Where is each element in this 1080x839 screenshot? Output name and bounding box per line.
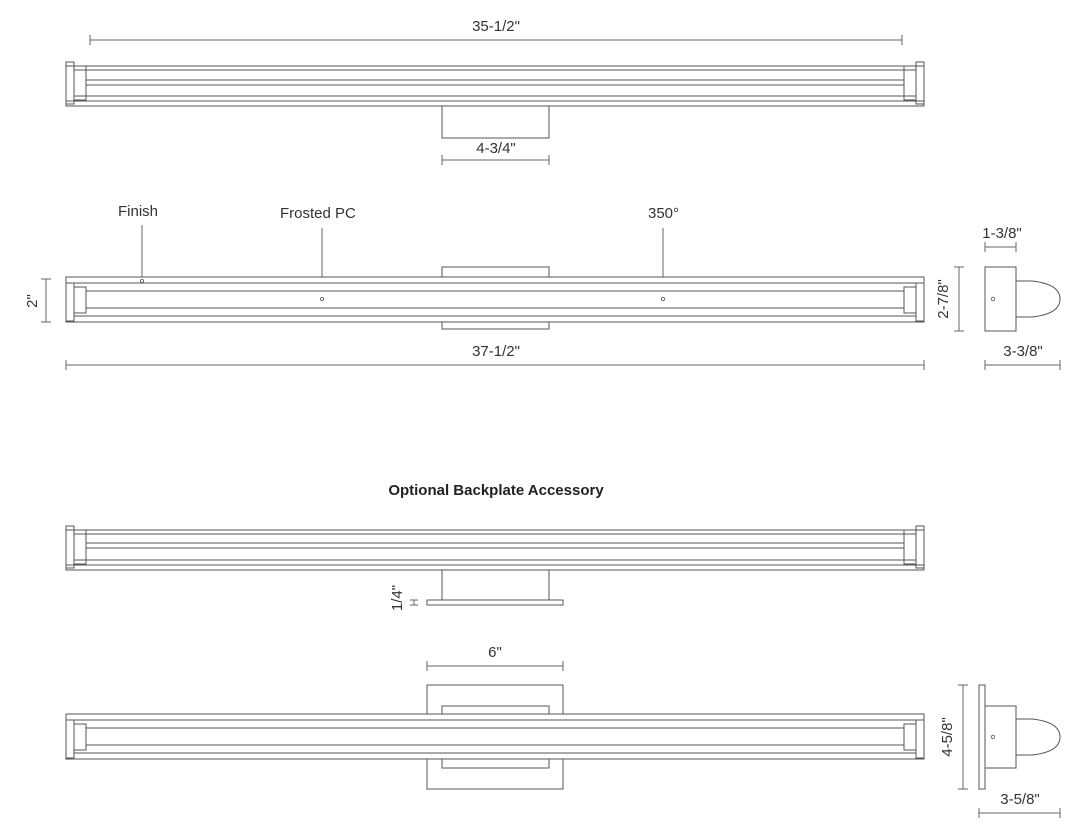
backplate-side-depth-label: 3-5/8" [1000, 791, 1040, 808]
side-top-depth-label: 1-3/8" [982, 225, 1022, 242]
top-width-label: 35-1/2" [472, 18, 520, 35]
backplate-front-fixture-body [65, 713, 925, 760]
side-height-label: 2-7/8" [935, 279, 952, 319]
backplate-side-plate [978, 684, 986, 790]
top-fixture-body [65, 65, 925, 107]
callout-rotation: 350° [648, 205, 679, 222]
top-mount [441, 105, 550, 139]
side-lens-profile [1016, 280, 1061, 318]
side-view: 1-3/8" 2-7/8" 3-3/8" [935, 225, 1061, 370]
backplate-side-view: 4-5/8" 3-5/8" [939, 684, 1061, 818]
backplate-width-label: 6" [488, 644, 502, 661]
front-view: Finish Frosted PC 350° 2" 37-1/2" [24, 203, 925, 370]
front-width-label: 37-1/2" [472, 343, 520, 360]
backplate-top-fixture-body [65, 529, 925, 571]
top-mount-width-label: 4-3/4" [476, 140, 516, 157]
backplate-side-mount [984, 705, 1017, 769]
callout-finish: Finish [118, 203, 158, 220]
backplate-side-lens-profile [1016, 718, 1061, 756]
section-title: Optional Backplate Accessory [388, 482, 604, 499]
callout-frosted-pc: Frosted PC [280, 205, 356, 222]
front-fixture-body [65, 276, 925, 323]
backplate-side-height-label: 4-5/8" [939, 717, 956, 757]
side-mount-block [984, 266, 1017, 332]
backplate-top-view: 1/4" [65, 525, 925, 611]
backplate-top-plate [426, 599, 564, 606]
backplate-top-mount [441, 569, 550, 601]
side-depth-label: 3-3/8" [1003, 343, 1043, 360]
top-view: 35-1/2" 4-3/4" [65, 18, 925, 165]
front-height-label: 2" [24, 294, 41, 308]
backplate-front-view: 6" [65, 644, 925, 790]
backplate-thickness-label: 1/4" [389, 585, 406, 611]
